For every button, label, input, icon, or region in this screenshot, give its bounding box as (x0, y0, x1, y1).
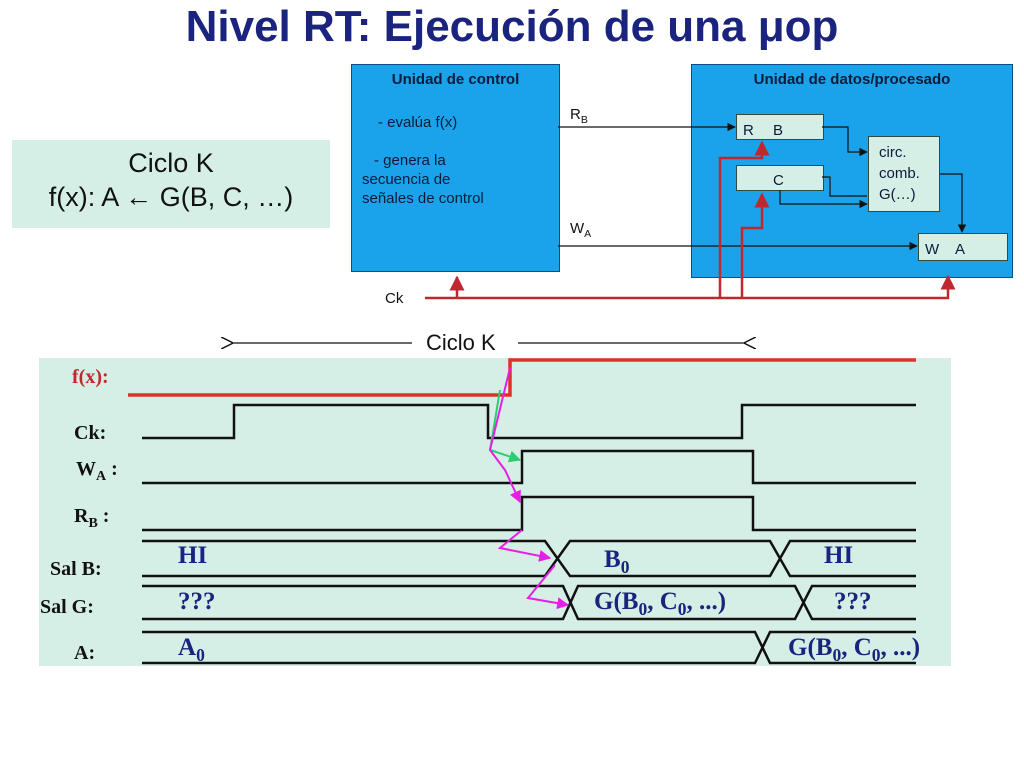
label-a: A: (74, 642, 96, 664)
comb-line-3: G(…) (879, 186, 916, 203)
fx-waveform (128, 358, 916, 397)
signal-ck-label: Ck (385, 290, 404, 307)
register-c-name: C (773, 172, 784, 189)
control-line-1: - evalúa f(x) (378, 114, 458, 131)
salg-value-unknown-2: ??? (834, 588, 872, 615)
magenta-arrow-3 (526, 564, 570, 610)
c-to-comb-line (822, 176, 867, 197)
control-unit-box: Unidad de control - evalúa f(x) - genera… (351, 64, 560, 272)
a-value-g: G(B0, C0, ...) (788, 634, 921, 665)
label-salg: Sal G: (40, 596, 94, 618)
salb-value-hi-1: HI (178, 542, 208, 569)
a-waveform (142, 630, 916, 665)
cycle-box-line-2: f(x): A ← G(B, C, …) (48, 182, 294, 212)
signal-rb-label: RB (570, 106, 588, 126)
salg-value-unknown-1: ??? (178, 588, 216, 615)
register-a-enable: W (925, 241, 940, 258)
control-line-2c: señales de control (362, 190, 484, 207)
salb-value-hi-2: HI (824, 542, 854, 569)
cycle-box: Ciclo K f(x): A ← G(B, C, …) (12, 140, 330, 228)
green-arrow (488, 389, 522, 463)
control-line-2b: secuencia de (362, 171, 451, 188)
register-b-enable: R (743, 122, 754, 139)
clock-to-reg-b (718, 140, 770, 298)
register-b-name: B (773, 122, 784, 139)
magenta-arrow-2 (497, 529, 552, 562)
salg-waveform (142, 584, 916, 621)
comb-circuit: circ. comb. G(…) (868, 136, 940, 212)
comb-to-a-line (940, 173, 967, 233)
label-salb: Sal B: (50, 558, 102, 580)
clock-lines (425, 140, 956, 300)
register-a-name: A (955, 241, 966, 258)
label-ck: Ck: (74, 422, 107, 444)
control-line-2a: - genera la (374, 152, 446, 169)
cycle-box-line-1: Ciclo K (128, 148, 214, 178)
clock-to-reg-c (740, 192, 770, 298)
control-unit-title: Unidad de control (391, 71, 520, 88)
wa-waveform (142, 449, 916, 485)
timing-diagram-background (39, 358, 951, 666)
clock-main-line (425, 274, 956, 300)
label-rb: RB : (74, 505, 110, 531)
signal-wa-label: WA (570, 220, 592, 240)
salg-value-g: G(B0, C0, ...) (594, 588, 727, 619)
salb-waveform (142, 539, 916, 578)
magenta-arrow-1 (488, 367, 521, 504)
salb-value-b0: B0 (604, 546, 630, 577)
rb-waveform (142, 495, 916, 532)
block-signal-lines (558, 122, 967, 251)
data-unit-title: Unidad de datos/procesado (753, 71, 951, 88)
label-wa: WA : (76, 458, 118, 484)
ck-waveform (142, 403, 916, 440)
register-b: R B (736, 114, 824, 140)
comb-line-2: comb. (879, 165, 920, 182)
comb-line-1: circ. (879, 144, 907, 161)
label-fx: f(x): (72, 366, 109, 388)
causality-arrows (488, 367, 570, 610)
timing-cycle-label: Ciclo K (426, 330, 496, 355)
c-loop-line (779, 190, 868, 209)
register-a: W A (918, 233, 1008, 261)
control-unit-description: - evalúa f(x) - genera la secuencia de s… (362, 113, 532, 208)
b-to-comb-line (822, 126, 868, 157)
a-value-a0: A0 (178, 634, 205, 665)
page-title: Nivel RT: Ejecución de una μop (185, 2, 839, 51)
